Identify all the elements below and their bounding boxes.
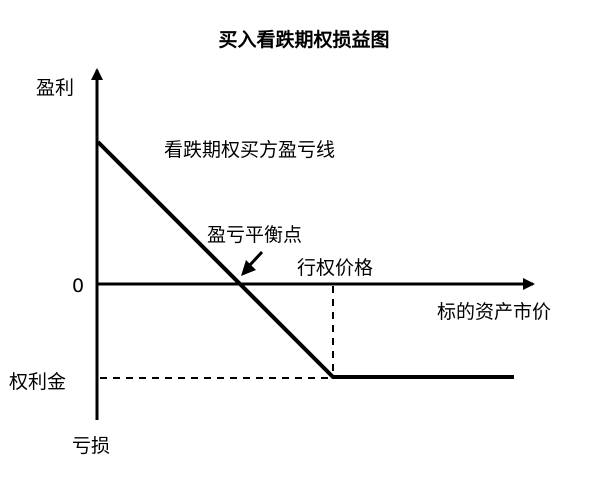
diagram-title: 买入看跌期权损益图: [218, 28, 389, 51]
payoff-line: [96, 140, 514, 379]
payoff-line-label: 看跌期权买方盈亏线: [164, 139, 335, 161]
x-axis-label: 标的资产市价: [437, 301, 551, 323]
strike-label: 行权价格: [297, 257, 373, 279]
y-axis-bottom-label: 亏损: [72, 435, 110, 457]
origin-label: 0: [72, 275, 84, 297]
breakeven-label: 盈亏平衡点: [207, 224, 302, 246]
breakeven-arrow-icon: [241, 250, 264, 276]
y-axis-top-label: 盈利: [36, 77, 74, 99]
premium-label: 权利金: [9, 371, 66, 393]
